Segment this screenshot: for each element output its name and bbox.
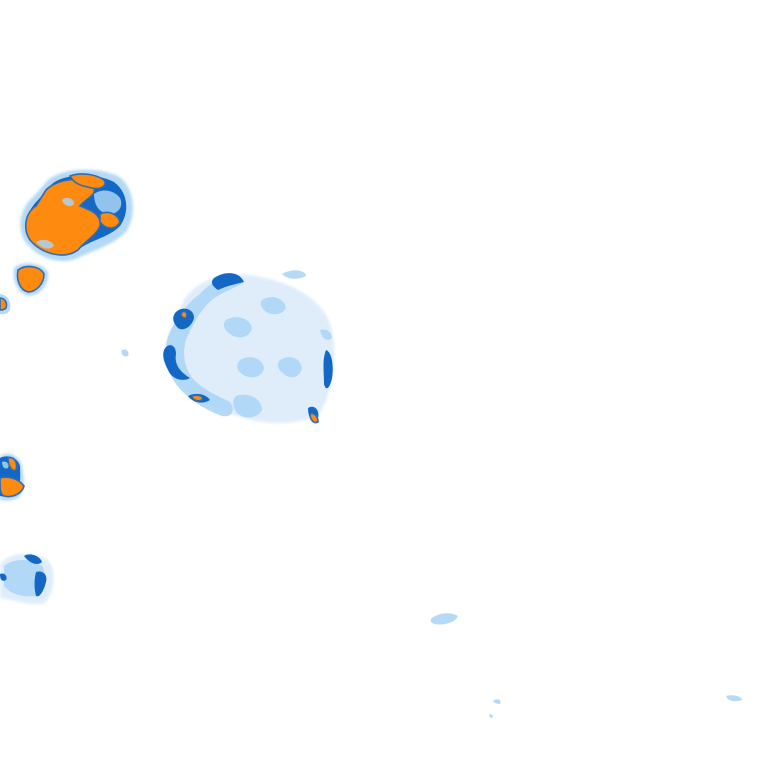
storm-fragment-edge [0, 294, 11, 315]
storm-streak-center [430, 613, 501, 718]
storm-cell-left-mid [0, 453, 25, 501]
storm-fragment-bottom-right [726, 695, 742, 702]
storm-cell-top-left [20, 169, 133, 262]
storm-cell-lower-left [0, 553, 54, 605]
storm-cell-small-left [13, 263, 49, 296]
storm-cell-center-ring [121, 270, 335, 424]
